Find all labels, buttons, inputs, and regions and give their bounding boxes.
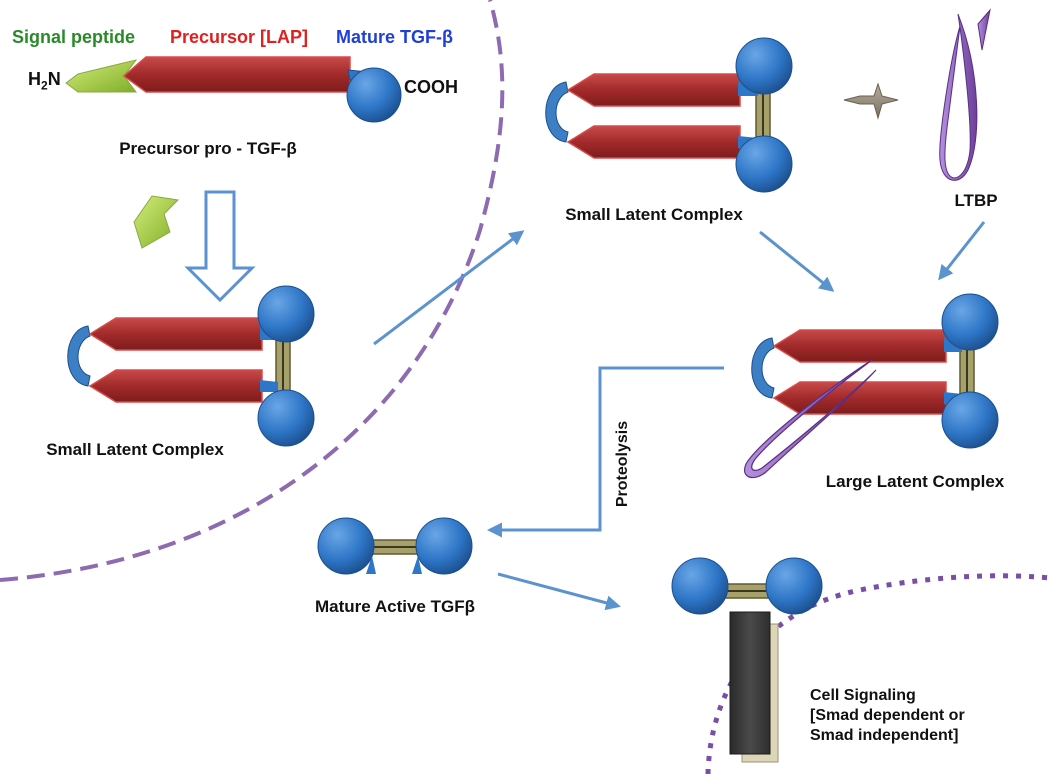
- carboxyl-terminus-label: COOH: [404, 77, 458, 97]
- ltbp-hairpin: [939, 13, 978, 181]
- plus-icon: [843, 82, 899, 120]
- slc-top-molecule: [545, 37, 793, 193]
- cell-membrane-outer: [0, 0, 505, 582]
- signal-peptide-label: Signal peptide: [12, 27, 136, 47]
- mature-active-label: Mature Active TGFβ: [315, 597, 475, 616]
- slc-left-label: Small Latent Complex: [46, 440, 224, 459]
- slc-top-label: Small Latent Complex: [565, 205, 743, 224]
- ltbp-tip: [977, 8, 991, 51]
- mature-tgf-label: Mature TGF-β: [336, 27, 453, 47]
- proteolysis-arrow: [487, 366, 724, 538]
- arrow-to-receptor: [497, 572, 621, 611]
- llc-label: Large Latent Complex: [825, 472, 1005, 491]
- receptor-complex: [671, 557, 823, 763]
- down-hollow-arrow: [184, 190, 256, 303]
- signal-peptide-shape: [65, 59, 138, 93]
- cell-membrane-target: [705, 573, 1050, 774]
- precursor-lap-label: Precursor [LAP]: [170, 27, 309, 47]
- arrow-slc-to-llc: [759, 230, 835, 292]
- precursor-molecule: [65, 56, 402, 123]
- ltbp-label: LTBP: [954, 191, 998, 210]
- mature-tgf-ball: [346, 67, 402, 123]
- arrow-secretion: [373, 230, 525, 346]
- amino-terminus-label: H2N: [28, 69, 61, 93]
- mature-active-dimer: [317, 517, 473, 575]
- precursor-pro-tgf-label: Precursor pro - TGF-β: [119, 139, 297, 158]
- cell-signaling-label: Cell Signaling [Smad dependent or Smad i…: [810, 687, 965, 744]
- arrow-ltbp-to-llc: [938, 221, 986, 281]
- proteolysis-label: Proteolysis: [614, 420, 632, 508]
- slc-left-molecule: [67, 285, 315, 447]
- lap-precursor-bar: [122, 56, 351, 93]
- cleaved-signal-peptide: [133, 195, 180, 249]
- llc-molecule: [744, 293, 999, 479]
